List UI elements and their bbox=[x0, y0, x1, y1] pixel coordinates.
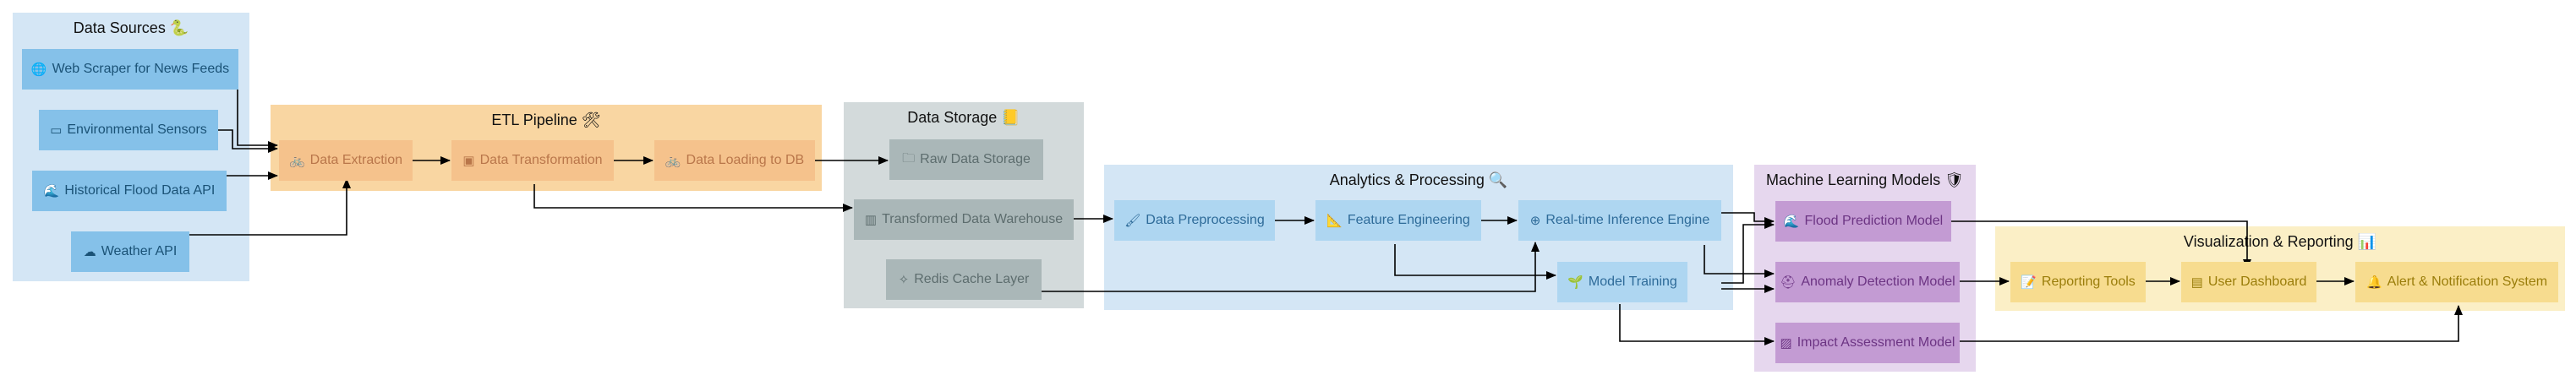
edge-impact-alert bbox=[1951, 305, 2463, 342]
dashboard-icon: ▤ bbox=[2190, 275, 2203, 290]
transform-icon: ▣ bbox=[462, 154, 475, 168]
cluster-title-visualization: Visualization & Reporting 📊 bbox=[2183, 233, 2377, 250]
wave-icon: 🌊 bbox=[1783, 215, 1800, 229]
node-reporting-tools[interactable]: 📝 Reporting Tools bbox=[2010, 262, 2146, 302]
node-model-training[interactable]: 🌱 Model Training bbox=[1557, 262, 1687, 302]
node-label: Real-time Inference Engine bbox=[1545, 213, 1710, 227]
node-inference-engine[interactable]: ⊕ Real-time Inference Engine bbox=[1518, 200, 1721, 241]
node-data-loading[interactable]: 🚲 Data Loading to DB bbox=[654, 140, 815, 181]
node-redis-cache[interactable]: ✧ Redis Cache Layer bbox=[886, 259, 1042, 300]
cluster-title-ml-models: Machine Learning Models 🛡 bbox=[1766, 171, 1964, 188]
cluster-title-data-sources: Data Sources 🐍 bbox=[73, 19, 189, 36]
node-label: Data Loading to DB bbox=[686, 153, 805, 167]
node-label: Impact Assessment Model bbox=[1797, 335, 1955, 350]
helmet-icon: ⛑ bbox=[1780, 275, 1797, 290]
globe-icon: 🌐 bbox=[30, 63, 47, 77]
node-label: Model Training bbox=[1588, 275, 1677, 289]
node-label: Environmental Sensors bbox=[67, 122, 207, 137]
node-data-transformation[interactable]: ▣ Data Transformation bbox=[451, 140, 614, 181]
target-icon: ⊕ bbox=[1529, 214, 1541, 228]
bell-icon: 🔔 bbox=[2365, 275, 2382, 290]
edge-envsensors-extraction bbox=[218, 129, 278, 153]
node-label: Raw Data Storage bbox=[920, 152, 1031, 166]
node-label: Flood Prediction Model bbox=[1804, 214, 1944, 228]
node-raw-data-storage[interactable]: 🗀 Raw Data Storage bbox=[889, 139, 1043, 180]
node-anomaly-detection[interactable]: ⛑ Anomaly Detection Model bbox=[1775, 262, 1960, 302]
node-label: Historical Flood Data API bbox=[64, 183, 216, 198]
sparkle-icon: ✧ bbox=[898, 273, 910, 287]
ruler-icon: 📐 bbox=[1326, 214, 1343, 228]
cloud-icon: ☁ bbox=[83, 245, 96, 259]
edge-flood-dashboard bbox=[1951, 220, 2251, 269]
node-historical-flood-api[interactable]: 🌊 Historical Flood Data API bbox=[32, 171, 227, 211]
cluster-title-etl-pipeline: ETL Pipeline 🛠 bbox=[491, 111, 601, 128]
node-data-preprocessing[interactable]: 🖌 Data Preprocessing bbox=[1114, 200, 1275, 241]
bar-chart-icon: ▥ bbox=[864, 213, 878, 227]
node-label: Anomaly Detection Model bbox=[1801, 275, 1955, 289]
node-flood-prediction[interactable]: 🌊 Flood Prediction Model bbox=[1775, 201, 1951, 242]
node-alert-notification[interactable]: 🔔 Alert & Notification System bbox=[2355, 262, 2558, 302]
memo-icon: 📝 bbox=[2021, 275, 2037, 290]
node-user-dashboard[interactable]: ▤ User Dashboard bbox=[2181, 262, 2316, 302]
node-environmental-sensors[interactable]: ▭ Environmental Sensors bbox=[39, 110, 218, 150]
node-label: Reporting Tools bbox=[2041, 275, 2136, 289]
node-feature-engineering[interactable]: 📐 Feature Engineering bbox=[1315, 200, 1481, 241]
image-icon: ▨ bbox=[1780, 336, 1792, 351]
node-label: Alert & Notification System bbox=[2387, 275, 2548, 289]
edge-training-impact bbox=[1619, 304, 1775, 345]
bicycle-icon: 🚲 bbox=[288, 154, 305, 168]
edge-redis-inference bbox=[1042, 242, 1540, 292]
edge-feature-training bbox=[1394, 244, 1556, 280]
node-label: User Dashboard bbox=[2207, 275, 2307, 289]
node-label: Web Scraper for News Feeds bbox=[52, 62, 230, 76]
edge-inference-anomaly bbox=[1704, 245, 1775, 278]
edge-transformation-warehouse bbox=[533, 184, 853, 212]
cluster-title-analytics: Analytics & Processing 🔍 bbox=[1329, 171, 1508, 188]
folder-icon: 🗀 bbox=[902, 150, 916, 166]
node-label: Data Extraction bbox=[309, 153, 403, 167]
node-web-scraper[interactable]: 🌐 Web Scraper for News Feeds bbox=[22, 49, 238, 90]
brush-icon: 🖌 bbox=[1124, 214, 1141, 228]
node-label: Weather API bbox=[101, 244, 178, 258]
monitor-icon: ▭ bbox=[50, 123, 63, 138]
edge-inference-flood bbox=[1721, 212, 1775, 226]
bicycle-icon: 🚲 bbox=[665, 154, 681, 168]
node-label: Data Preprocessing bbox=[1146, 213, 1265, 227]
seedling-icon: 🌱 bbox=[1567, 275, 1583, 290]
wave-icon: 🌊 bbox=[43, 184, 60, 198]
node-label: Redis Cache Layer bbox=[914, 272, 1030, 286]
node-label: Feature Engineering bbox=[1347, 213, 1470, 227]
edge-weather-extraction bbox=[189, 178, 351, 236]
node-impact-assessment[interactable]: ▨ Impact Assessment Model bbox=[1775, 323, 1960, 363]
cluster-title-data-storage: Data Storage 📒 bbox=[907, 109, 1020, 126]
node-data-extraction[interactable]: 🚲 Data Extraction bbox=[279, 140, 413, 181]
node-label: Transformed Data Warehouse bbox=[882, 212, 1064, 226]
edge-training-flood bbox=[1721, 220, 1775, 284]
edge-webscraper-extraction bbox=[237, 69, 278, 150]
node-data-warehouse[interactable]: ▥ Transformed Data Warehouse bbox=[854, 199, 1074, 240]
node-label: Data Transformation bbox=[479, 153, 603, 167]
node-weather-api[interactable]: ☁ Weather API bbox=[71, 231, 189, 272]
